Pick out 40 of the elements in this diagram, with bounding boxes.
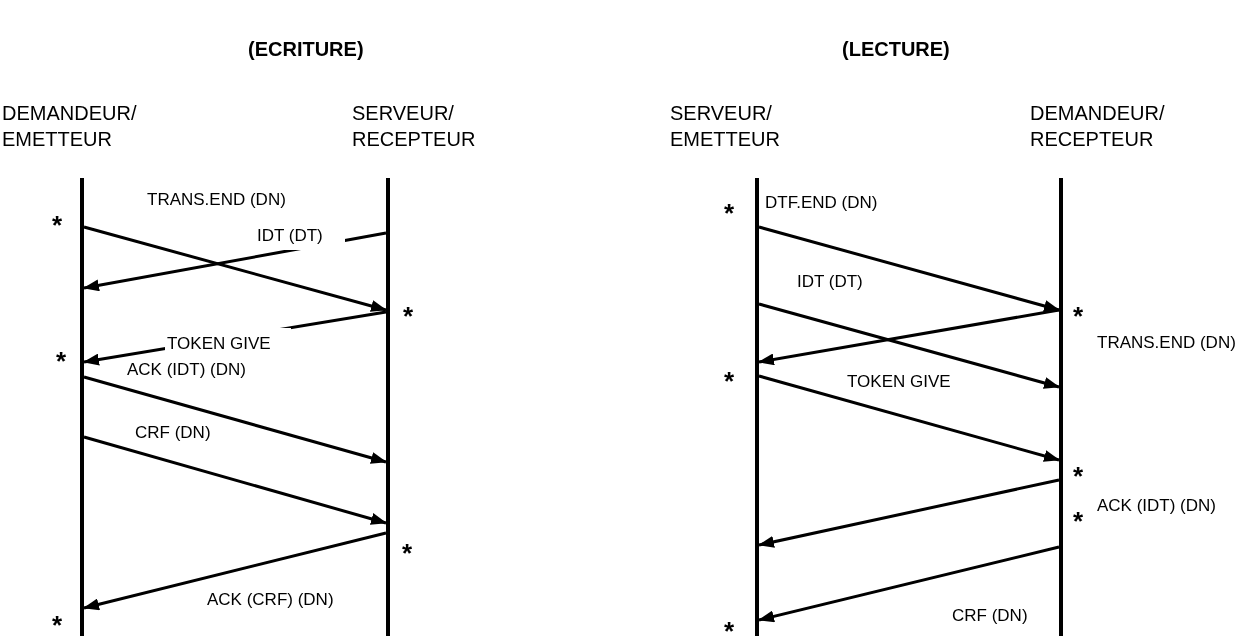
message-label: TRANS.END (DN) [145,190,288,210]
message-arrow [758,545,1060,623]
message-arrow [83,225,387,312]
message-label: CRF (DN) [133,423,213,443]
message-arrow [758,478,1060,548]
event-mark: * [56,348,67,374]
participant-label: DEMANDEUR/ EMETTEUR [2,101,137,152]
participant-label: DEMANDEUR/ RECEPTEUR [1030,101,1165,152]
message-label: ACK (CRF) (DN) [205,590,336,610]
message-arrow [758,374,1060,462]
message-label: CRF (DN) [950,606,1030,626]
message-label: ACK (IDT) (DN) [1095,496,1218,516]
message-arrow [83,375,387,464]
message-label: TRANS.END (DN) [1095,333,1236,353]
lifeline-bar [386,178,390,636]
event-mark: * [1073,508,1084,534]
event-mark: * [52,212,63,238]
diagram-heading: (LECTURE) [842,38,950,61]
diagram-heading: (ECRITURE) [248,38,364,61]
event-mark: * [1073,463,1084,489]
event-mark: * [403,303,414,329]
message-arrow [758,302,1060,389]
message-arrow [83,531,387,611]
event-mark: * [724,200,735,226]
lifeline-bar [80,178,84,636]
event-mark: * [52,612,63,636]
lifeline-bar [1059,178,1063,636]
event-mark: * [724,368,735,394]
message-label: IDT (DT) [795,272,865,292]
participant-label: SERVEUR/ EMETTEUR [670,101,780,152]
event-mark: * [724,618,735,636]
event-mark: * [1073,303,1084,329]
lifeline-bar [755,178,759,636]
message-label: ACK (IDT) (DN) [125,360,248,380]
message-arrow [83,435,387,525]
event-mark: * [402,540,413,566]
message-arrow [758,225,1060,312]
message-arrow [758,308,1060,366]
participant-label: SERVEUR/ RECEPTEUR [352,101,476,152]
message-label: DTF.END (DN) [763,193,880,213]
